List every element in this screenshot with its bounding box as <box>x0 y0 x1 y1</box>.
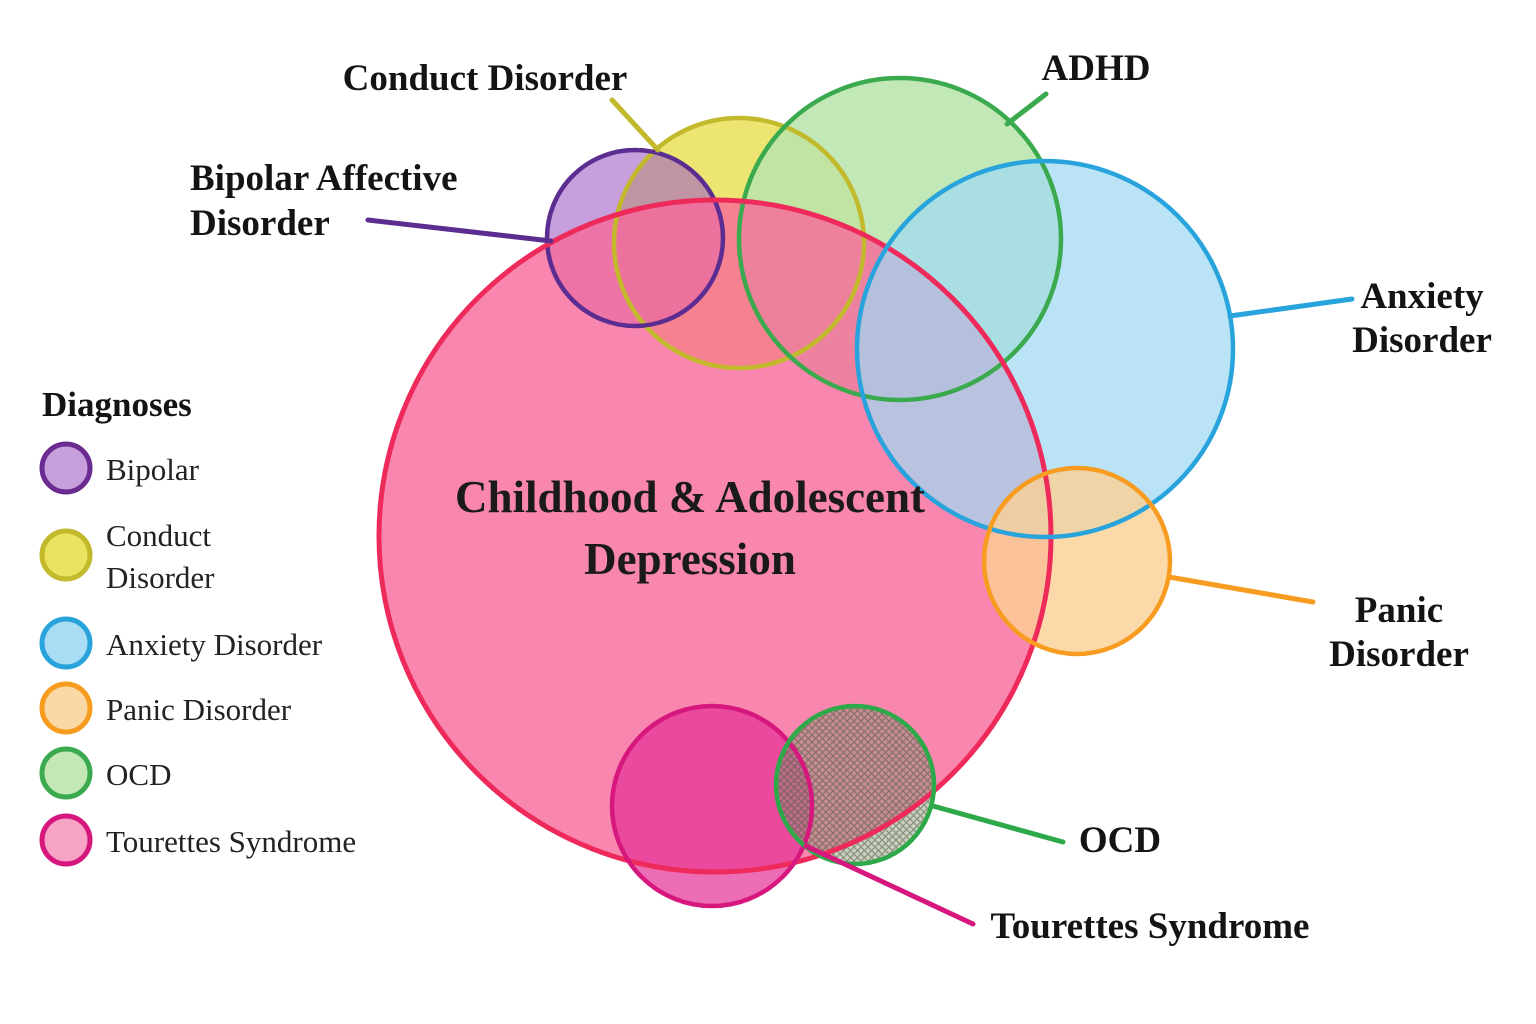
legend-label-tourettes-syndrome: Tourettes Syndrome <box>106 824 356 859</box>
legend-label-anxiety-disorder: Anxiety Disorder <box>106 627 323 662</box>
legend-item-anxiety-disorder: Anxiety Disorder <box>39 616 323 670</box>
diagram-title: Childhood & Adolescent Depression <box>455 472 925 584</box>
legend-label-ocd: OCD <box>106 757 171 792</box>
legend-item-conduct-disorder: Conduct Disorder <box>39 518 215 595</box>
circle-fills <box>379 78 1233 906</box>
ocd-circle-hatch-texture <box>776 706 934 864</box>
legend-label-bipolar: Bipolar <box>106 452 200 487</box>
adhd-circle-outline <box>736 75 1064 403</box>
legend-item-tourettes-syndrome: Tourettes Syndrome <box>39 813 356 867</box>
legend-label-conduct-line2: Disorder <box>106 560 215 595</box>
ocd-label: OCD <box>1079 820 1161 861</box>
legend-swatch-conduct-disorder <box>39 528 93 582</box>
legend-label-panic-disorder: Panic Disorder <box>106 692 292 727</box>
legend-title: Diagnoses <box>42 385 192 424</box>
legend-swatch-ocd <box>39 746 93 800</box>
panic-circle <box>984 468 1170 654</box>
panic-label-line1: Panic <box>1355 590 1443 631</box>
conduct-disorder-label: Conduct Disorder <box>343 58 628 99</box>
callout-labels: Conduct Disorder ADHD Bipolar Affective … <box>190 48 1492 947</box>
circle-outlines <box>376 75 1236 909</box>
conduct-disorder-circle-outline <box>611 115 867 371</box>
diagram-title-line1: Childhood & Adolescent <box>455 472 925 522</box>
bipolar-label-line1: Bipolar Affective <box>190 158 458 199</box>
ocd-leader-line <box>930 803 1066 845</box>
tourettes-circle <box>612 706 812 906</box>
tourettes-leader-line <box>803 843 976 927</box>
bipolar-leader-line <box>365 217 554 244</box>
legend-swatch-tourettes-syndrome <box>39 813 93 867</box>
legend-label-conduct-line1: Conduct <box>106 518 211 553</box>
leader-lines <box>365 91 1355 927</box>
adhd-label: ADHD <box>1042 48 1151 89</box>
legend-swatch-panic-disorder <box>39 681 93 735</box>
bipolar-circle-outline <box>544 147 726 329</box>
legend: Diagnoses Bipolar Conduct Disorder Anxie… <box>39 385 356 867</box>
legend-item-bipolar: Bipolar <box>39 441 200 495</box>
legend-item-panic-disorder: Panic Disorder <box>39 681 292 735</box>
legend-swatch-anxiety-disorder <box>39 616 93 670</box>
anxiety-leader-line <box>1227 296 1355 319</box>
anxiety-label-line1: Anxiety <box>1360 276 1484 317</box>
tourettes-label: Tourettes Syndrome <box>991 906 1310 947</box>
diagram-title-line2: Depression <box>584 534 796 584</box>
legend-item-ocd: OCD <box>39 746 171 800</box>
anxiety-circle <box>857 161 1233 537</box>
bipolar-label-line2: Disorder <box>190 203 330 244</box>
panic-label-line2: Disorder <box>1329 634 1469 675</box>
anxiety-circle-outline <box>854 158 1236 540</box>
adhd-leader-line <box>1004 91 1049 127</box>
panic-circle-outline <box>981 465 1173 657</box>
tourettes-circle-outline <box>609 703 815 909</box>
conduct-leader-line <box>609 97 661 153</box>
panic-leader-line <box>1166 574 1316 605</box>
ocd-circle-outline <box>773 703 937 867</box>
legend-swatch-bipolar <box>39 441 93 495</box>
anxiety-label-line2: Disorder <box>1352 320 1492 361</box>
